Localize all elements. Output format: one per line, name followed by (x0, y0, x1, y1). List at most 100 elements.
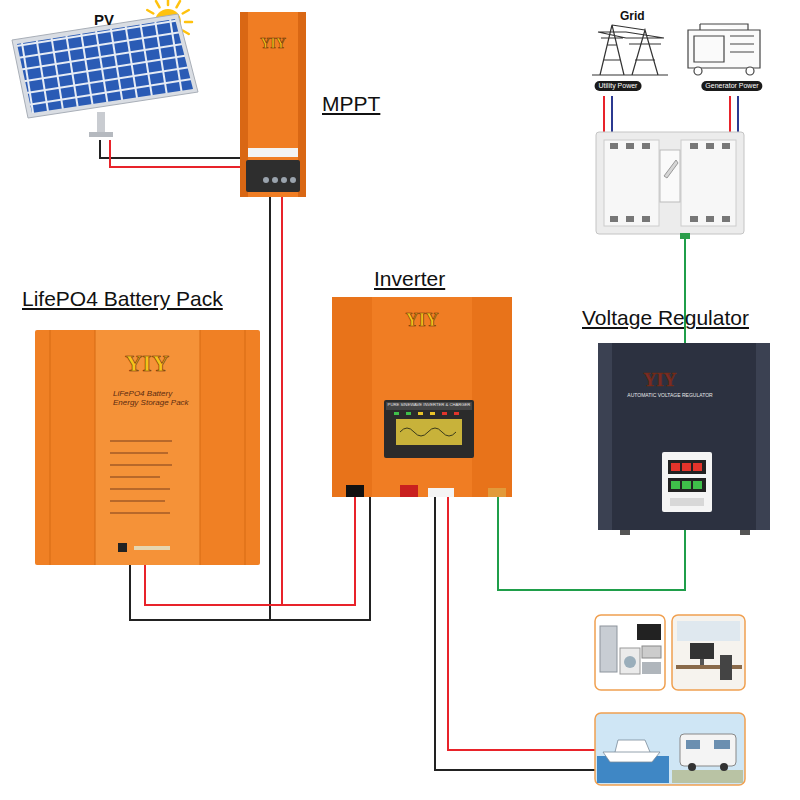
washing-machine (620, 648, 640, 674)
generator-icon (688, 24, 760, 68)
mppt-button (281, 177, 287, 183)
vehicles-photo (595, 713, 745, 785)
power-source-label: Utility Power (595, 81, 642, 91)
panel-text: AUTOMATIC VOLTAGE REGULATOR (627, 393, 712, 399)
panel-text: LiFePO4 Battery Energy Storage Pack (113, 390, 195, 408)
monitor-stand (700, 659, 704, 665)
device-label: Grid (620, 10, 645, 23)
monitor (690, 643, 714, 659)
battery-print (110, 452, 168, 454)
generator-source: Generator Power (676, 8, 772, 96)
meter-digit (682, 481, 691, 489)
battery-indicator (134, 546, 170, 550)
terminal (706, 143, 714, 149)
kettle-shelf (642, 662, 661, 674)
terminal (722, 143, 730, 149)
status-led (430, 412, 435, 415)
mppt-plate (248, 148, 298, 157)
office-window (677, 621, 740, 641)
inverter-display (384, 400, 474, 458)
green-terminal (680, 233, 690, 239)
switch-handle (664, 160, 678, 178)
terminal (690, 143, 698, 149)
mppt-panel (246, 160, 300, 192)
output-wire (448, 497, 597, 750)
terminal (706, 216, 714, 222)
regulator-bevel (756, 343, 770, 530)
chair (720, 655, 732, 680)
meter-digit (693, 481, 702, 489)
terminal (610, 216, 618, 222)
brand-logo: YIY (643, 371, 676, 391)
battery-print (110, 476, 160, 478)
device-label: Voltage Regulator (582, 306, 749, 329)
regulator-bevel (598, 343, 612, 530)
wheel (688, 763, 696, 771)
mppt-controller: MPPTYIY (240, 12, 306, 197)
microwave (642, 646, 661, 658)
terminal (626, 143, 634, 149)
caravan-window (714, 740, 730, 749)
meter-digit (671, 463, 680, 471)
inverter-body (332, 297, 512, 497)
wire (100, 140, 240, 158)
terminal (626, 216, 634, 222)
output-wire (435, 497, 597, 770)
battery-print (110, 440, 172, 442)
switch-module (604, 140, 659, 226)
terminal (610, 143, 618, 149)
solar-panel: PV (10, 8, 205, 140)
status-led (394, 412, 399, 415)
boat (603, 740, 660, 762)
road (672, 770, 743, 783)
terminal (690, 216, 698, 222)
office-photo (672, 615, 745, 690)
meter-window (668, 478, 706, 492)
battery-folds (50, 330, 245, 565)
inverter-unit: InverterYIYPURE SINEWAVE INVERTER & CHAR… (332, 297, 512, 497)
brand-logo: YIY (125, 350, 169, 376)
display-strip (386, 402, 472, 410)
voltage-regulator: Voltage RegulatorYIYAUTOMATIC VOLTAGE RE… (598, 343, 770, 530)
switch-handle-base (660, 150, 680, 202)
mppt-button (263, 177, 269, 183)
device-label: Inverter (374, 267, 445, 290)
power-source-label: Generator Power (701, 81, 762, 91)
switch-module (681, 140, 736, 226)
battery-print (110, 488, 170, 490)
terminal (642, 216, 650, 222)
battery-print (110, 464, 172, 466)
panel-text: PURE SINEWAVE INVERTER & CHARGER (388, 403, 471, 408)
wheel (720, 763, 728, 771)
dc-terminal-negative (346, 485, 364, 497)
status-led (442, 412, 447, 415)
dc-terminal-positive (400, 485, 418, 497)
ac-input-terminal (488, 488, 506, 497)
fridge (600, 626, 617, 672)
grid-tower-icon (592, 25, 668, 75)
sine-wave (400, 428, 456, 436)
battery-body (35, 330, 260, 565)
wire (110, 140, 240, 167)
status-led (454, 412, 459, 415)
device-label: PV (94, 12, 114, 29)
desk (676, 665, 742, 669)
terminal (722, 216, 730, 222)
battery-front (95, 330, 200, 565)
power-cable (100, 140, 240, 167)
mppt-body (240, 12, 306, 197)
device-label: MPPT (322, 92, 380, 115)
regulator-connector (620, 530, 630, 535)
panel-stand (97, 112, 105, 134)
panel-cells (0, 0, 220, 140)
meter-window (668, 460, 706, 474)
mppt-button (272, 177, 278, 183)
meter-digit (682, 463, 691, 471)
battery-pack: LifePO4 Battery PackYIYLiFePO4 Battery E… (35, 330, 260, 565)
grid-source: GridUtility Power (588, 8, 670, 96)
status-led (406, 412, 411, 415)
device-label: LifePO4 Battery Pack (22, 287, 223, 310)
inverter-side (332, 297, 372, 497)
battery-print (110, 512, 170, 514)
